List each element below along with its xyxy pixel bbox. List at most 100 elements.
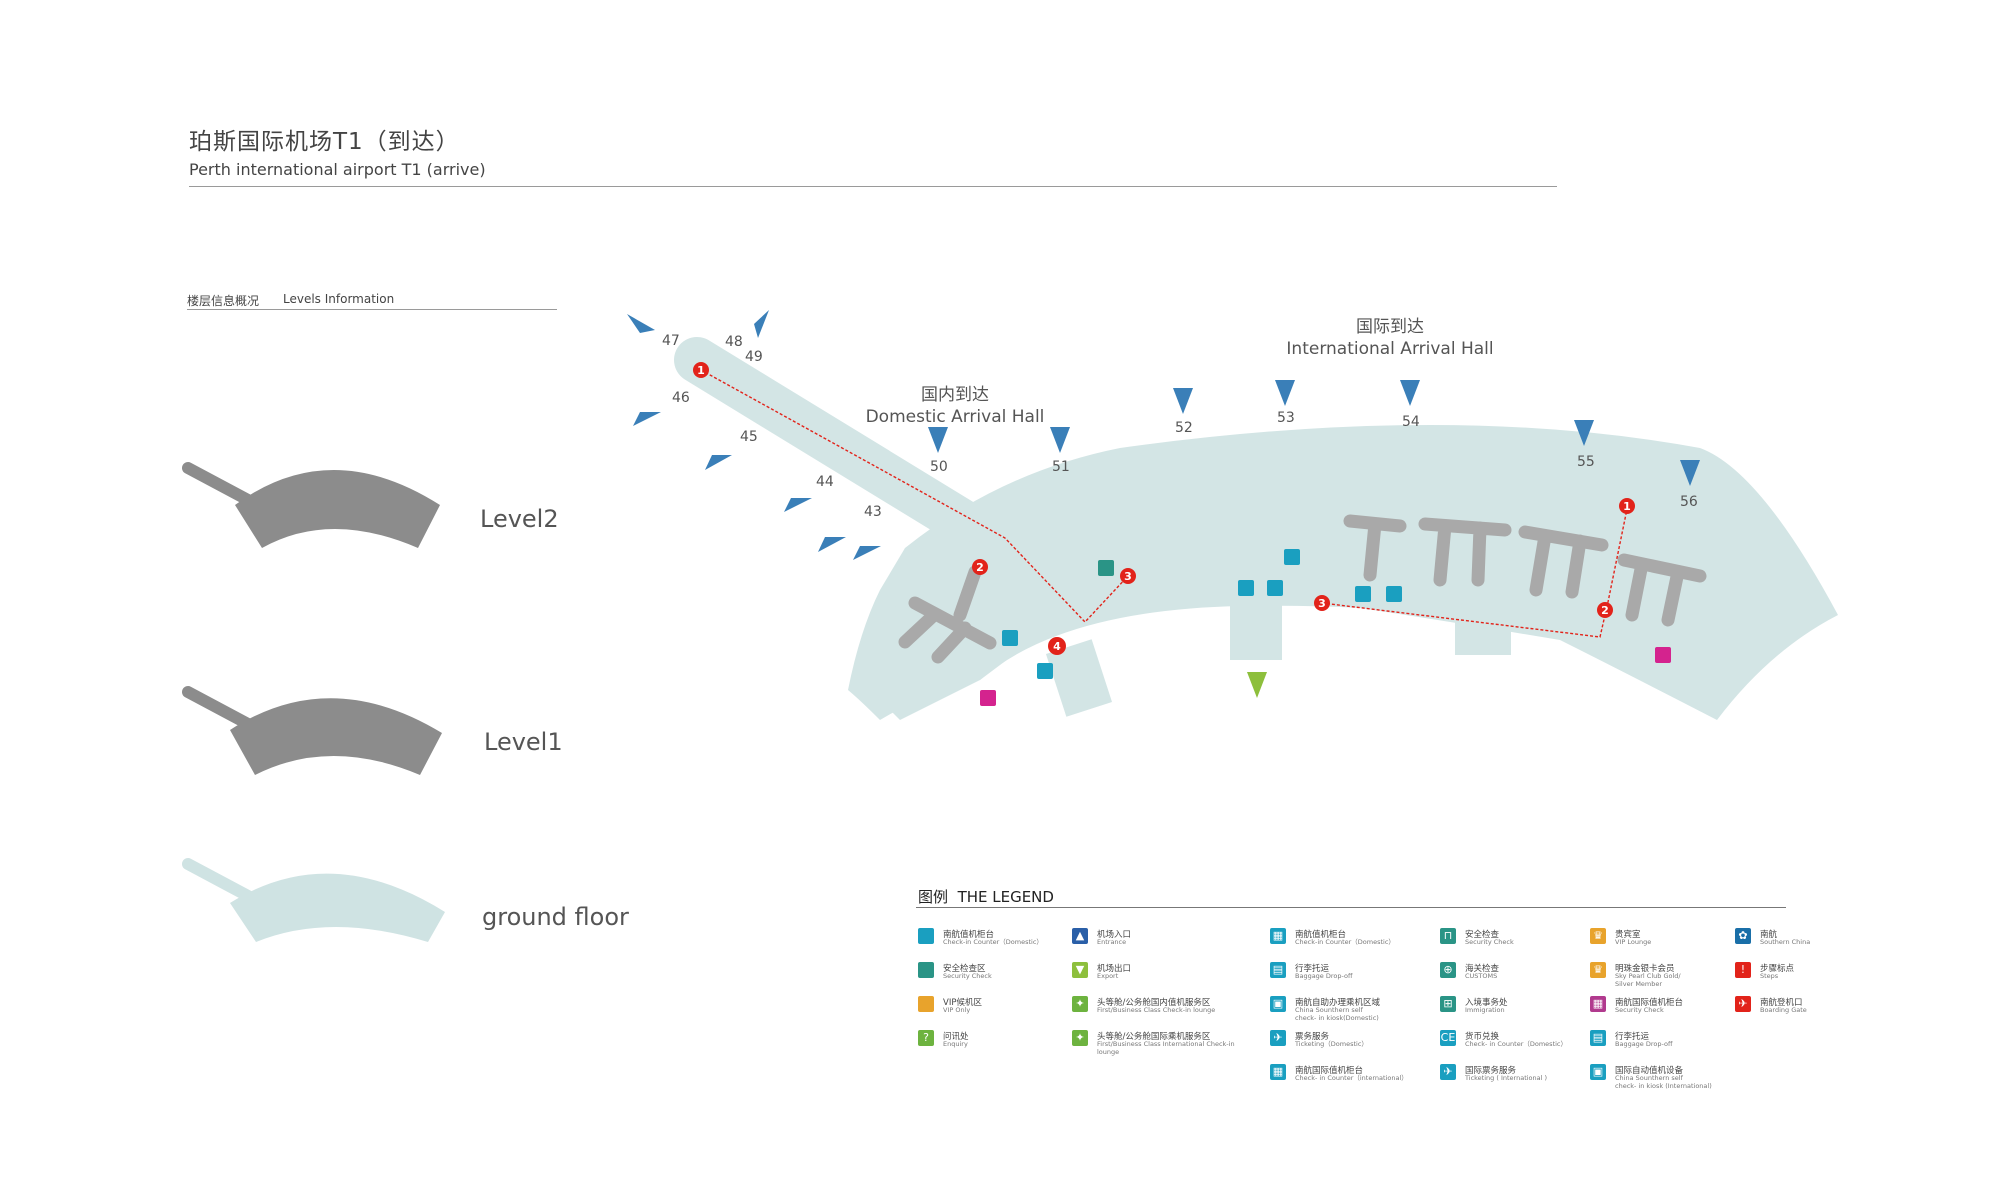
legend-item-label-en: VIP Only: [943, 1006, 971, 1014]
legend-item-label-en: Security Check: [943, 972, 992, 980]
legend-item-label-en: Export: [1097, 972, 1119, 980]
legend-item-label-cn: 入境事务处: [1465, 998, 1508, 1008]
international-hall-en: International Arrival Hall: [1286, 339, 1493, 359]
gate-53: 53: [1277, 410, 1295, 426]
terminal-floor: [674, 337, 1838, 720]
level2-thumbnail[interactable]: [182, 462, 440, 548]
gate-56: 56: [1680, 494, 1698, 510]
legend-item-icon: ▼: [1072, 962, 1088, 978]
legend-item-label-cn: VIP候机区: [943, 998, 982, 1008]
international-hall-cn: 国际到达: [1356, 317, 1424, 337]
legend-item-icon: ⊞: [1440, 996, 1456, 1012]
escalator-icon: [1238, 580, 1254, 596]
legend-item-label-cn: 国际自动值机设备: [1615, 1066, 1684, 1076]
legend-item-label-en: CUSTOMS: [1465, 972, 1498, 980]
step-markers: 1 2 3 4 1 2 3: [693, 362, 1635, 655]
legend-item-label-cn: 货币兑换: [1465, 1032, 1500, 1042]
legend-item-label-en: Enquiry: [943, 1040, 968, 1048]
levels-header-en: Levels Information: [283, 292, 395, 306]
restroom-icon: [1655, 647, 1671, 663]
svg-text:3: 3: [1318, 597, 1326, 610]
legend-item-label-cn: 行李托运: [1615, 1032, 1650, 1042]
legend-item-icon: ?: [918, 1030, 934, 1046]
legend-item-icon: !: [1735, 962, 1751, 978]
level1-thumbnail[interactable]: [182, 686, 442, 775]
legend-item-label-en: First/Business Class International Check…: [1097, 1040, 1235, 1056]
step-route: [700, 369, 1628, 638]
legend-item-label-en: Entrance: [1097, 938, 1127, 946]
legend-item-label-en: Security Check: [1465, 938, 1514, 946]
legend-item-label-cn: 海关检查: [1465, 964, 1500, 974]
legend-item-icon: ▦: [1270, 928, 1286, 944]
gate-54: 54: [1402, 414, 1420, 430]
legend-item-label-cn: 问讯处: [943, 1032, 969, 1042]
escalator-icon: [1386, 586, 1402, 602]
svg-text:3: 3: [1124, 570, 1132, 583]
domestic-hall-en: Domestic Arrival Hall: [866, 407, 1045, 427]
legend-item-label-cn: 国际票务服务: [1465, 1066, 1517, 1076]
legend-item-label-cn: 机场出口: [1097, 964, 1132, 974]
legend-item-label-en: Security Check: [1615, 1006, 1664, 1014]
legend-item-icon: ♛: [1590, 928, 1606, 944]
level2-label[interactable]: Level2: [480, 505, 559, 533]
legend-item-icon: [918, 928, 934, 944]
step-marker-1: 1: [693, 362, 709, 378]
levels-divider: [187, 309, 557, 310]
svg-text:2: 2: [976, 561, 984, 574]
gate-51: 51: [1052, 459, 1070, 475]
escalator-icon: [1037, 663, 1053, 679]
legend-item-label-cn: 安全检查: [1465, 930, 1500, 940]
legend-item-icon: ▣: [1270, 996, 1286, 1012]
baggage-icon: [1002, 630, 1018, 646]
legend-item-icon: ⊓: [1440, 928, 1456, 944]
step-marker-1: 1: [1619, 498, 1635, 514]
ground-floor-thumbnail[interactable]: [182, 858, 445, 942]
step-marker-3: 3: [1120, 568, 1136, 584]
legend-item-icon: ⊕: [1440, 962, 1456, 978]
legend-item-label-en: Boarding Gate: [1760, 1006, 1807, 1014]
gate-arrows: [627, 310, 1700, 698]
ground-floor-label[interactable]: ground floor: [482, 903, 629, 931]
legend-item-icon: ▣: [1590, 1064, 1606, 1080]
legend-item-icon: CE: [1440, 1030, 1456, 1046]
level1-label[interactable]: Level1: [484, 728, 563, 756]
legend-item-icon: ✈: [1440, 1064, 1456, 1080]
legend-item-label-en: Check- in Counter（international）: [1295, 1074, 1408, 1082]
gate-46: 46: [672, 390, 690, 406]
legend-item-icon: ✈: [1735, 996, 1751, 1012]
svg-text:1: 1: [1623, 500, 1631, 513]
legend-item-label-en: Check- in Counter（Domestic）: [1465, 1040, 1568, 1048]
escalator-icon: [1355, 586, 1371, 602]
step-marker-2: 2: [972, 559, 988, 575]
gate-49: 49: [745, 349, 763, 365]
title-divider: [189, 186, 1557, 187]
legend-item-label-en: First/Business Class Check-in lounge: [1097, 1006, 1216, 1014]
legend-item-label-en: Steps: [1760, 972, 1779, 980]
escalator-icon: [1267, 580, 1283, 596]
svg-text:4: 4: [1053, 640, 1061, 653]
gate-44: 44: [816, 474, 834, 490]
map-facilities: [980, 549, 1671, 706]
step-marker-3: 3: [1314, 595, 1330, 611]
legend-item-label-en: Immigration: [1465, 1006, 1505, 1014]
legend-item-label-cn: 南航自助办理乘机区域: [1295, 998, 1381, 1008]
page-title-cn: 珀斯国际机场T1（到达）: [189, 129, 460, 155]
legend-item-icon: ✈: [1270, 1030, 1286, 1046]
legend-item-icon: ✿: [1735, 928, 1751, 944]
legend-item-label-cn: 头等舱/公务舱国内值机服务区: [1097, 998, 1211, 1008]
